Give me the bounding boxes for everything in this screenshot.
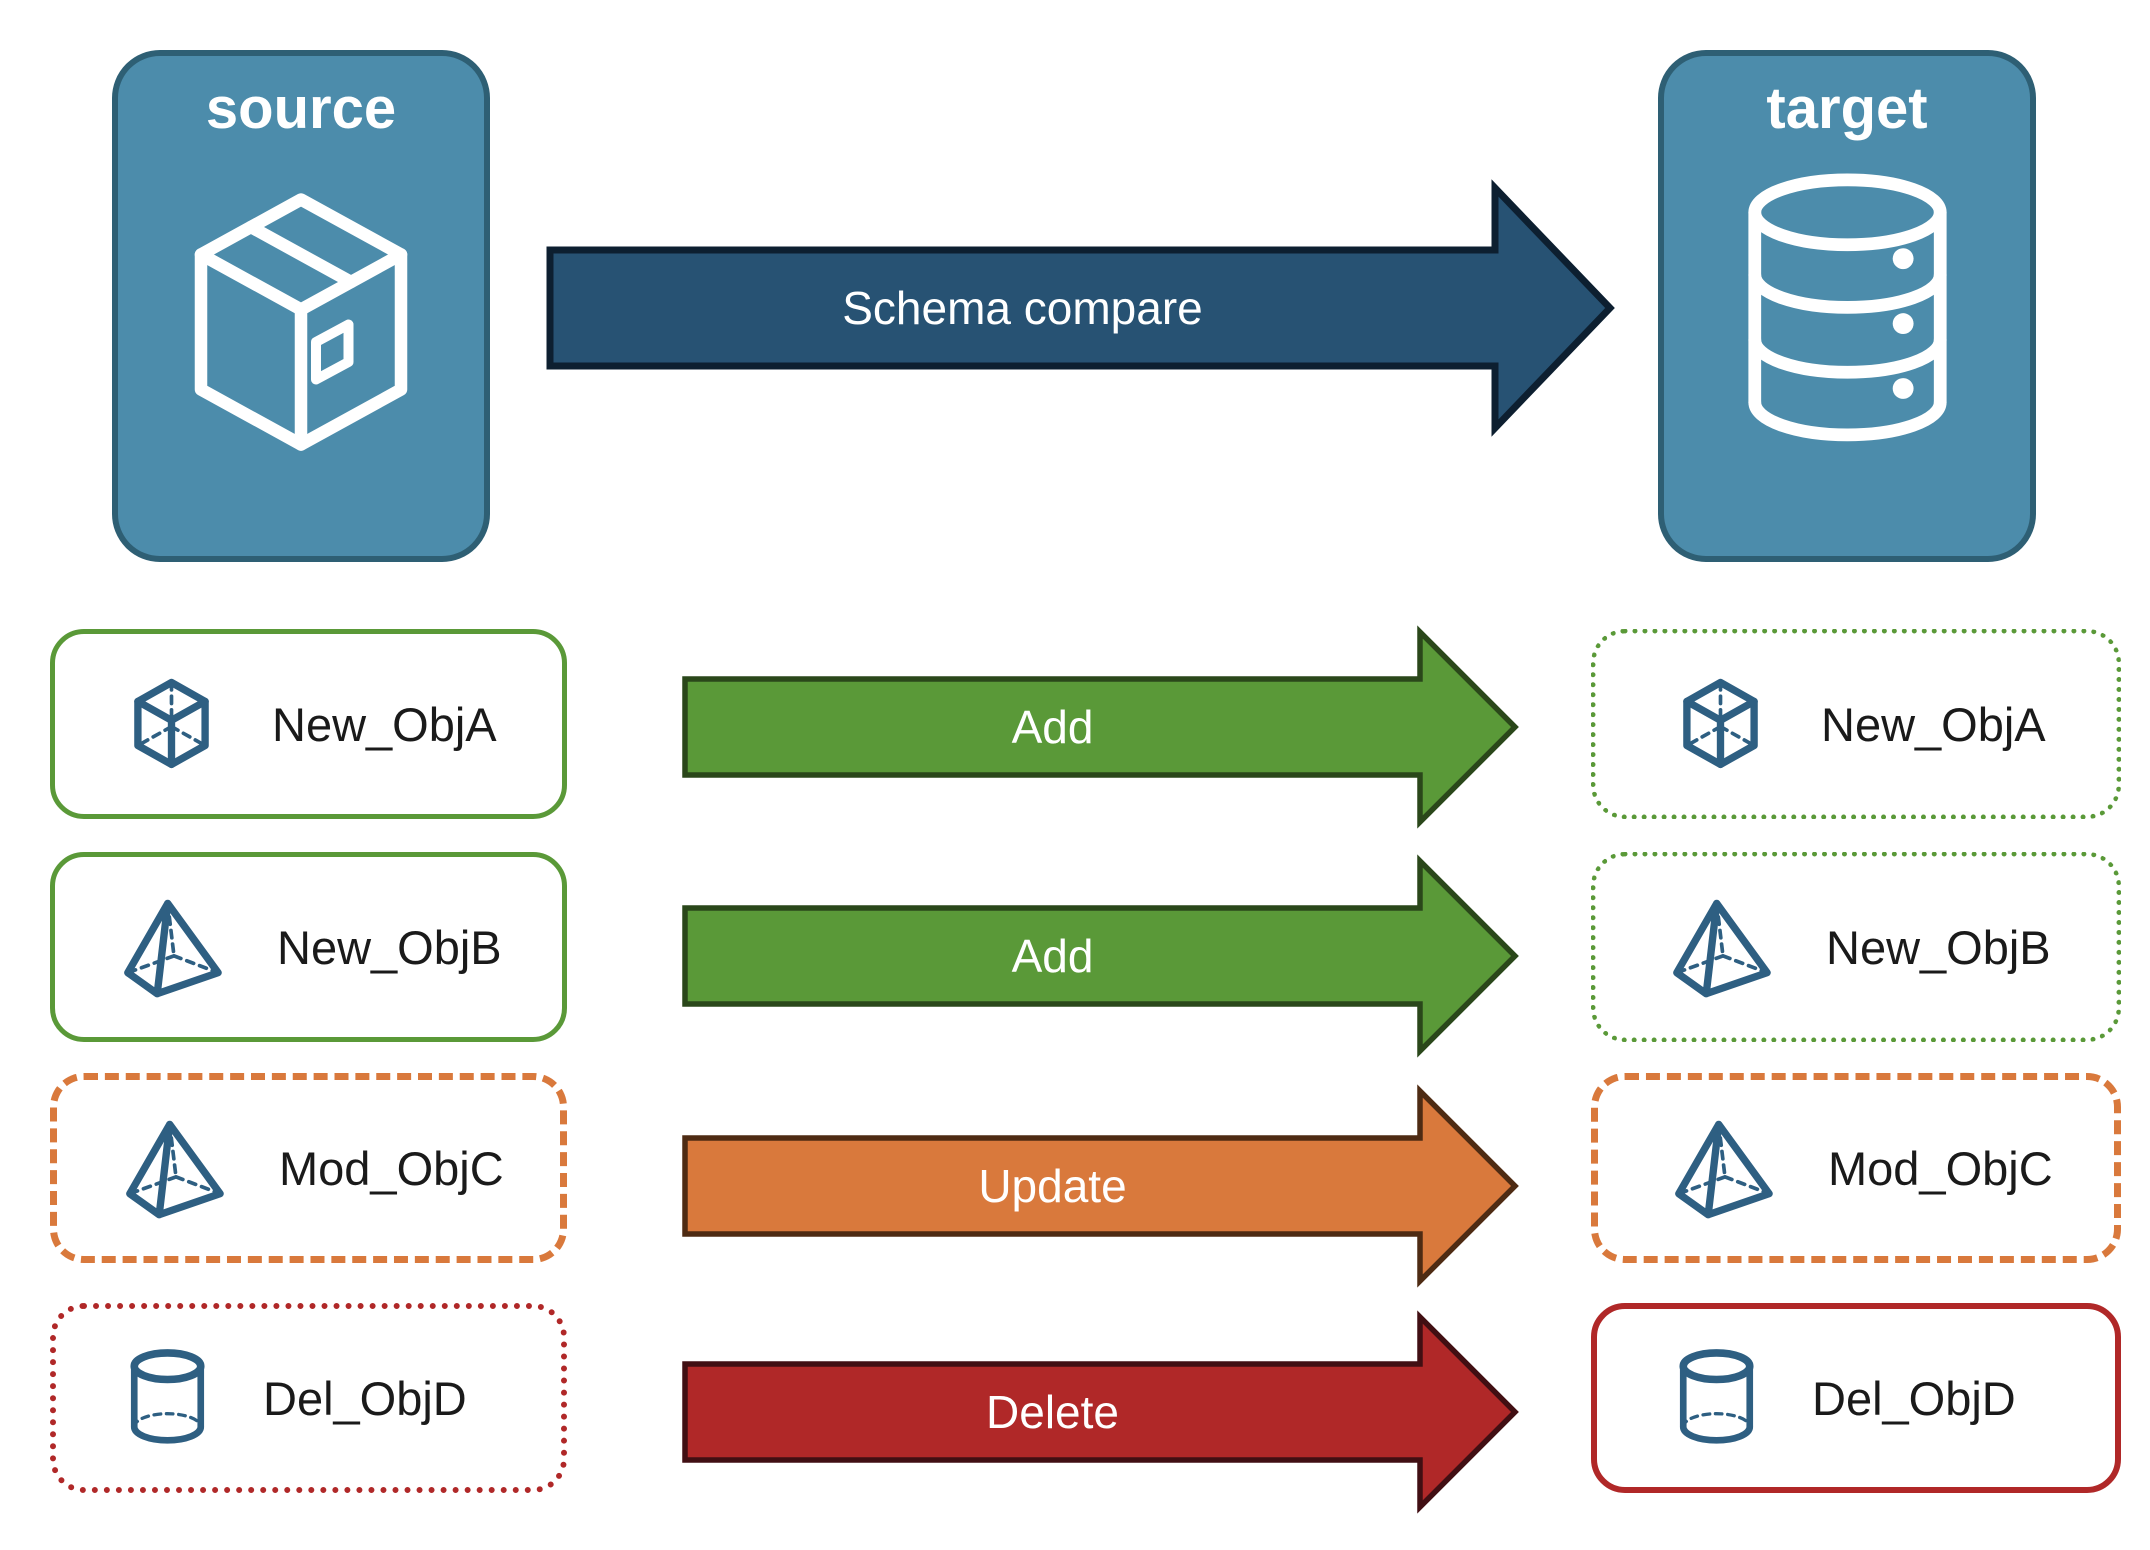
target-object-new-obja: New_ObjA	[1591, 629, 2121, 819]
object-label: Del_ObjD	[263, 1371, 467, 1425]
object-label: Mod_ObjC	[1828, 1141, 2053, 1195]
object-label: New_ObjA	[272, 697, 497, 751]
schema-compare-arrow	[546, 179, 1615, 437]
delete-arrow	[682, 1310, 1519, 1514]
add-arrow-2	[682, 854, 1519, 1058]
object-label: New_ObjB	[277, 920, 502, 974]
source-node: source	[112, 50, 490, 562]
object-label: Del_ObjD	[1812, 1371, 2016, 1425]
cube-icon	[1683, 678, 1758, 768]
pyramid-icon	[126, 1120, 224, 1218]
object-label: New_ObjB	[1826, 920, 2051, 974]
pyramid-icon	[124, 899, 222, 997]
pyramid-icon	[1673, 899, 1771, 997]
object-label: Mod_ObjC	[279, 1141, 504, 1195]
cube-icon	[134, 678, 209, 768]
source-object-mod-objc: Mod_ObjC	[50, 1073, 567, 1263]
add-arrow-1	[682, 625, 1519, 829]
update-arrow	[682, 1084, 1519, 1288]
source-object-new-obja: New_ObjA	[50, 629, 567, 819]
target-node: target	[1658, 50, 2036, 562]
target-object-del-objd: Del_ObjD	[1591, 1303, 2121, 1493]
target-object-new-objb: New_ObjB	[1591, 852, 2121, 1042]
cylinder-icon	[1679, 1348, 1754, 1444]
source-title: source	[205, 76, 397, 141]
source-object-new-objb: New_ObjB	[50, 852, 567, 1042]
target-title: target	[1766, 76, 1928, 141]
database-icon	[1747, 173, 1947, 441]
package-box-icon	[194, 192, 408, 451]
source-object-del-objd: Del_ObjD	[50, 1303, 567, 1493]
cylinder-icon	[130, 1348, 205, 1444]
pyramid-icon	[1675, 1120, 1773, 1218]
target-object-mod-objc: Mod_ObjC	[1591, 1073, 2121, 1263]
object-label: New_ObjA	[1821, 697, 2046, 751]
